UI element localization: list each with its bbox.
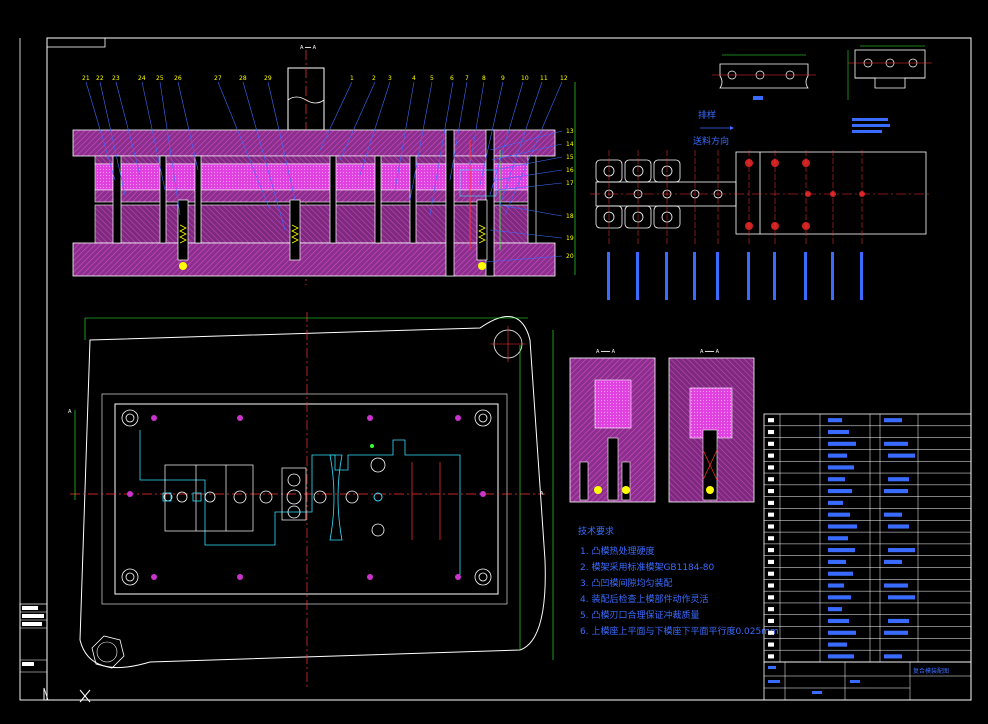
notes-title: 技术要求 [578,525,614,537]
callout-17: 17 [566,180,574,187]
note-3: 3. 凸凹模间隙均匀装配 [580,577,672,589]
technical-notes: 技术要求 1. 凸模热处理硬度 2. 模架采用标准模架GB1184-80 3. … [578,525,779,637]
callout-26: 26 [174,75,182,82]
note-6: 6. 上模座上平面与下模座下平面平行度0.025mm [580,625,779,637]
section-details[interactable]: A ━━━ A A ━━━ A [569,349,755,503]
title-block-text: 复合模装配图 [913,667,949,675]
strip-label: 排样 [698,109,716,121]
callout-1: 1 [350,75,354,82]
svg-text:A: A [68,409,72,415]
callout-25: 25 [156,75,164,82]
parts-list-table[interactable] [763,413,972,663]
svg-text:A ━━━ A: A ━━━ A [596,349,616,355]
callout-16: 16 [566,167,574,174]
callout-8: 8 [482,75,486,82]
callout-22: 22 [96,75,104,82]
ucs-icon [43,687,91,703]
callout-14: 14 [566,141,574,148]
feed-direction-label: 送料方向 [693,135,729,147]
callout-13: 13 [566,128,574,135]
svg-text:A ━━━ A: A ━━━ A [700,349,720,355]
svg-text:A ━━ A: A ━━ A [300,45,317,51]
strip-layout[interactable]: 排样 送料方向 [590,109,930,300]
callout-7: 7 [465,75,469,82]
plan-view-lower-die[interactable]: A A [68,312,554,690]
note-1: 1. 凸模热处理硬度 [580,545,654,557]
callout-6: 6 [450,75,454,82]
note-5: 5. 凸模刃口合理保证冲裁质量 [580,609,699,621]
callout-24: 24 [138,75,146,82]
callout-20: 20 [566,253,574,260]
section-view-assembly[interactable]: A ━━ A [72,45,576,285]
title-block: 复合模装配图 [763,661,972,701]
callout-9: 9 [501,75,505,82]
callout-3: 3 [388,75,392,82]
callout-11: 11 [540,75,548,82]
callout-28: 28 [239,75,247,82]
callout-4: 4 [412,75,416,82]
callout-5: 5 [430,75,434,82]
note-4: 4. 装配后检查上模部件动作灵活 [580,593,708,605]
callout-10: 10 [521,75,529,82]
callout-19: 19 [566,235,574,242]
callout-18: 18 [566,213,574,220]
note-2: 2. 模架采用标准模架GB1184-80 [580,561,714,573]
callout-12: 12 [560,75,568,82]
svg-text:A: A [540,491,544,497]
part-detail-views[interactable] [712,45,932,133]
callout-15: 15 [566,154,574,161]
callout-29: 29 [264,75,272,82]
callout-21: 21 [82,75,90,82]
callout-2: 2 [372,75,376,82]
callout-27: 27 [214,75,222,82]
callout-23: 23 [112,75,120,82]
